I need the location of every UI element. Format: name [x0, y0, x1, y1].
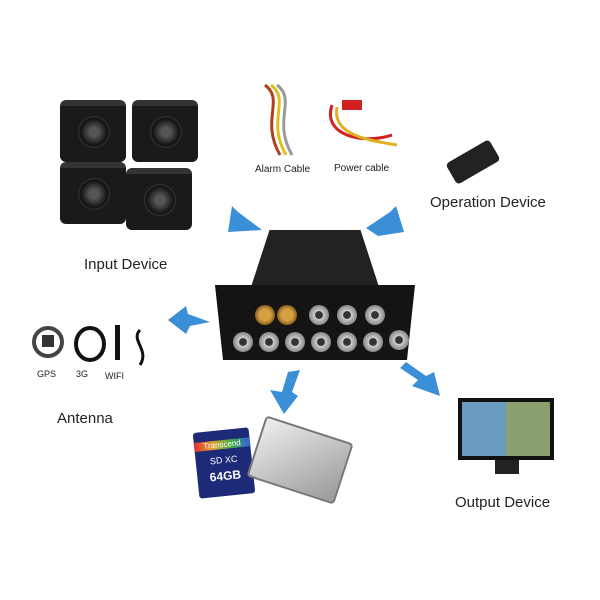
output-device-label: Output Device: [455, 494, 551, 511]
alarm-cable-icon: [264, 83, 294, 156]
antenna-icon: [32, 325, 145, 366]
camera-icon: [132, 100, 198, 162]
arrow-icon: [366, 206, 404, 236]
sd-card-capacity: 64GB: [209, 467, 242, 485]
mobile-dvr-device: [215, 230, 415, 360]
power-cable-icon: [328, 100, 398, 147]
3g-label: 3G: [76, 369, 89, 379]
arrow-icon: [228, 206, 262, 232]
arrow-icon: [400, 362, 440, 396]
sd-card-type: SD XC: [209, 453, 238, 467]
operation-device-label: Operation Device: [430, 194, 546, 211]
camera-icon: [126, 168, 192, 230]
alarm-cable-label: Alarm Cable: [255, 164, 311, 175]
power-cable-label: Power cable: [334, 163, 390, 174]
sd-card-brand: Transcend: [193, 437, 251, 453]
arrow-icon: [168, 306, 210, 334]
wifi-label: WIFI: [105, 371, 124, 381]
antenna-label: Antenna: [57, 410, 113, 427]
camera-icon: [60, 162, 126, 224]
camera-icon: [60, 100, 126, 162]
input-device-label: Input Device: [84, 256, 168, 273]
monitor-icon: [458, 398, 554, 460]
gps-label: GPS: [37, 369, 57, 379]
arrow-icon: [270, 370, 300, 414]
sd-card: Transcend SD XC 64GB: [192, 427, 256, 499]
